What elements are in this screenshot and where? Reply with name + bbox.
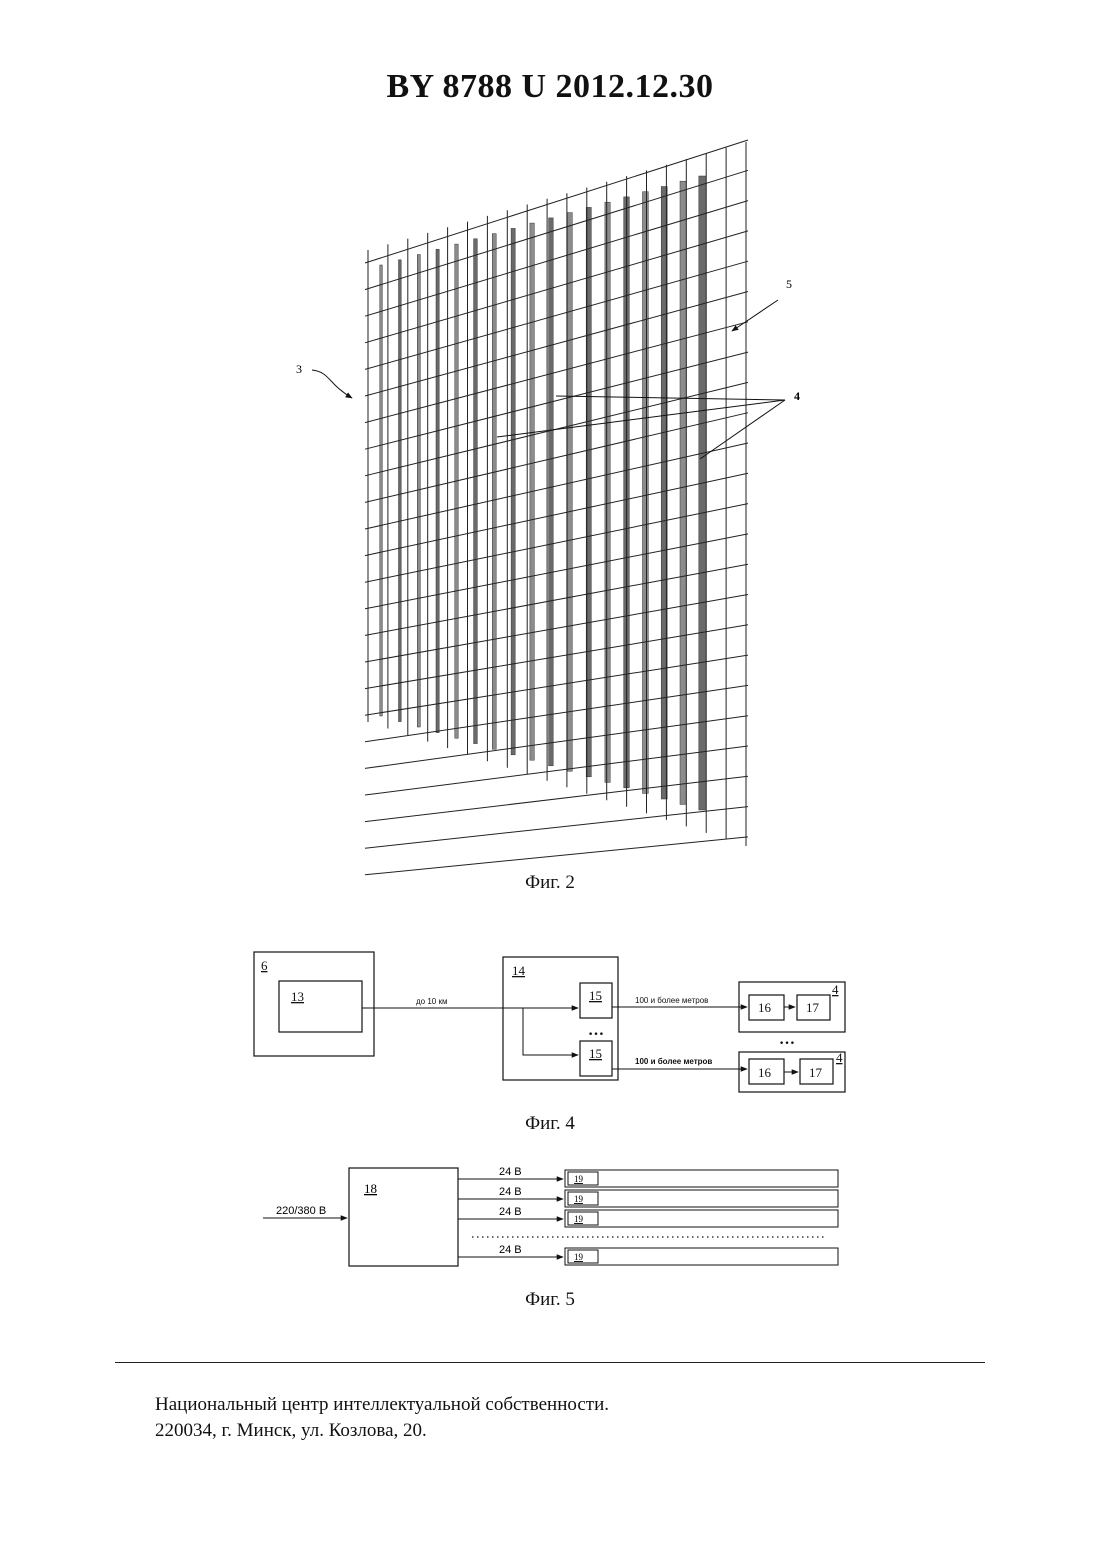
- strip-label: 19: [574, 1214, 584, 1224]
- strip-body: [565, 1190, 838, 1207]
- strip-label: 19: [574, 1174, 584, 1184]
- mains-label: 220/380 В: [276, 1205, 326, 1217]
- strip-driver-cell: [568, 1212, 598, 1225]
- strip-body: [565, 1248, 838, 1265]
- footer-line-2: 220034, г. Минск, ул. Козлова, 20.: [155, 1418, 609, 1444]
- footer-divider: [115, 1362, 985, 1363]
- figure-5-diagram: 18 220/380 В 24 В 19 24 В 19 24 В 19 24 В 19: [0, 0, 1100, 1300]
- strip-body: [565, 1170, 838, 1187]
- figure-5-caption: Фиг. 5: [0, 1289, 1100, 1311]
- footer-line-1: Национальный центр интеллектуальной собс…: [155, 1392, 609, 1418]
- strip-label: 19: [574, 1252, 584, 1262]
- voltage-label: 24 В: [499, 1166, 522, 1178]
- strip-body: [565, 1210, 838, 1227]
- voltage-label: 24 В: [499, 1206, 522, 1218]
- strip-label: 19: [574, 1194, 584, 1204]
- psu-label: 18: [364, 1181, 377, 1196]
- strip-driver-cell: [568, 1192, 598, 1205]
- strip-driver-cell: [568, 1250, 598, 1263]
- voltage-label: 24 В: [499, 1244, 522, 1256]
- strip-driver-cell: [568, 1172, 598, 1185]
- strip-rows: 24 В 19 24 В 19 24 В 19 24 В 19: [458, 1166, 838, 1265]
- voltage-label: 24 В: [499, 1186, 522, 1198]
- footer: Национальный центр интеллектуальной собс…: [155, 1392, 609, 1444]
